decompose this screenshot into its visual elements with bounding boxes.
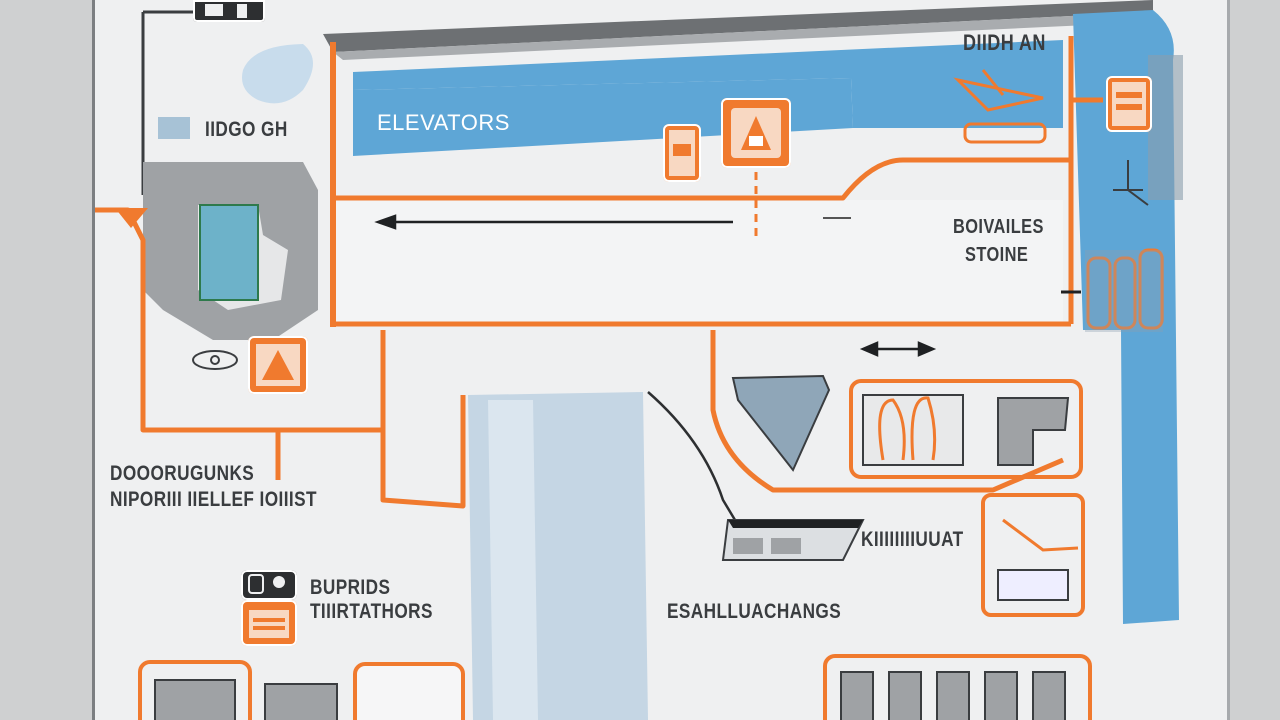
warning-icon[interactable] (248, 336, 308, 394)
warning-glyph (256, 344, 300, 386)
legend-label-2: TIIIRTATHORS (310, 600, 433, 623)
left-upper-label: IIDGO GH (205, 118, 288, 141)
center-bottom-label: ESAHLLUACHANGS (667, 600, 842, 623)
legend-swatch (158, 117, 190, 139)
right-mid-label-1: BOIVAILES (953, 216, 1044, 238)
map-graphic (95, 0, 1183, 720)
ramp-line (647, 391, 740, 526)
elevator-glyph (731, 108, 781, 158)
plaza-shape (731, 374, 831, 472)
stairs-icon (1113, 160, 1149, 206)
bottom-rooms (138, 654, 1092, 720)
pond-shape (242, 44, 313, 104)
center-right-label: KIIIIIIIIUUAT (861, 528, 964, 551)
left-building-window (199, 204, 259, 301)
right-mid-label-2: STOINE (965, 244, 1029, 266)
restroom-icon[interactable] (1106, 76, 1152, 132)
counter-shadow (728, 520, 863, 528)
sign-glyph (669, 130, 695, 176)
counter-slot-1 (733, 538, 763, 554)
direction-arrow-left (374, 214, 733, 230)
route-flag (115, 208, 148, 228)
room-a-route (878, 396, 937, 461)
legend-glyph (192, 350, 238, 370)
top-right-label: DIIDH AN (963, 30, 1046, 55)
left-lower-label-1: DOOORUGUNKS (110, 462, 255, 485)
elevators-zone (353, 40, 1063, 128)
elevators-zone-lower (353, 78, 853, 156)
central-tower-highlight (488, 400, 538, 720)
gate-route (1002, 518, 1079, 552)
logo-glyph (205, 4, 247, 18)
legend-label-1: BUPRIDS (310, 576, 391, 599)
right-structure (1148, 55, 1183, 200)
baggage-glyph (249, 610, 289, 638)
info-glyph (248, 574, 285, 594)
gate-block (981, 493, 1085, 617)
logo-icon (193, 0, 265, 22)
floor-map: ELEVATORS DIIDH AN IIDGO GH BOIVAILES ST… (92, 0, 1230, 720)
gate-counter (997, 569, 1069, 601)
roof-shadow (333, 12, 1153, 60)
elevator-icon[interactable] (721, 98, 791, 168)
restroom-glyph (1112, 82, 1146, 126)
info-icon[interactable] (241, 570, 297, 600)
sign-icon[interactable] (663, 124, 701, 182)
direction-arrow-both (859, 341, 937, 357)
room-block (849, 379, 1083, 479)
baggage-icon[interactable] (241, 600, 297, 646)
counter-slot-2 (771, 538, 801, 554)
room-b (997, 397, 1070, 466)
corridor-area (333, 200, 1063, 322)
airplane-icon (953, 69, 1047, 144)
roof-strip (323, 0, 1153, 52)
left-lower-label-2: NIPORIII IIELLEF IOIIIST (110, 488, 317, 511)
luggage-icons (1086, 248, 1164, 330)
elevators-label: ELEVATORS (377, 110, 510, 135)
luggage-bay (1085, 250, 1163, 332)
